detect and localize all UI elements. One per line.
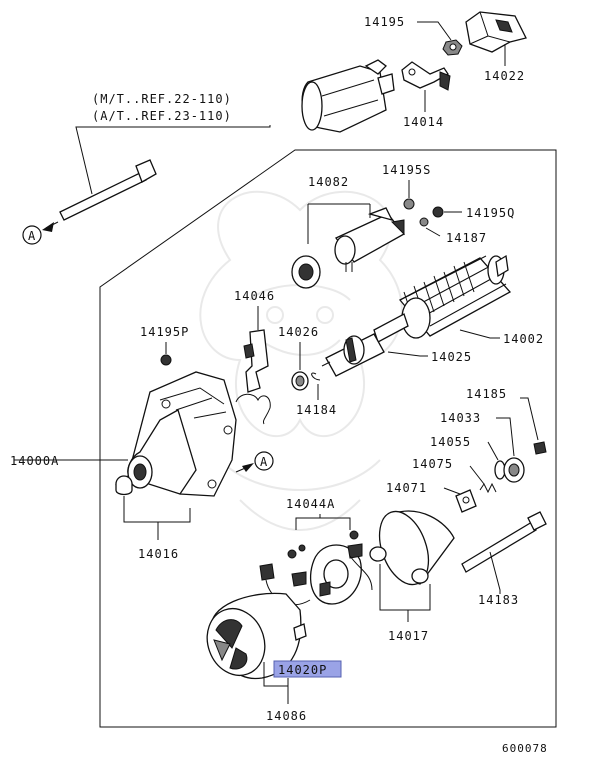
label-14082: 14082 [308,175,349,189]
through-bolt-long[interactable] [59,159,157,221]
cap-14033[interactable] [503,457,525,483]
label-14195: 14195 [364,15,405,29]
label-14020P: 14020P [278,663,327,677]
through-bolt-14183[interactable] [461,511,547,573]
brush-holder-14044A[interactable] [259,530,373,606]
label-14075: 14075 [412,457,453,471]
terminal-14014[interactable] [401,61,451,91]
callout-a-label-left: A [28,229,36,243]
label-14044A: 14044A [286,497,335,511]
callout-a-label-right: A [260,455,268,469]
armature-14002[interactable] [373,254,512,343]
ref-mt: (M/T..REF.22-110) [92,92,232,106]
cover-14022[interactable] [465,11,527,53]
shift-lever-14046[interactable] [235,329,271,425]
yoke-14086[interactable] [198,592,307,683]
label-14022: 14022 [484,69,525,83]
catalog-number: 600078 [502,742,548,755]
label-14016: 14016 [138,547,179,561]
highlight-box-14020P[interactable] [273,660,342,678]
label-14025: 14025 [431,350,472,364]
label-14033: 14033 [440,411,481,425]
label-14026: 14026 [278,325,319,339]
nut-14195[interactable] [442,39,463,56]
callout-a-left[interactable]: A [22,225,42,245]
nut-14195P[interactable] [160,354,172,366]
callout-a-right[interactable]: A [254,451,274,471]
nut-14195S[interactable] [403,198,415,210]
label-14046: 14046 [234,289,275,303]
label-14055: 14055 [430,435,471,449]
label-14183: 14183 [478,593,519,607]
assembly-boundary [99,149,557,728]
label-14195P: 14195P [140,325,189,339]
plate-14071[interactable] [455,489,477,513]
rear-bracket-14017[interactable] [369,505,455,591]
spring-14075[interactable] [479,482,497,494]
front-housing[interactable] [127,371,237,497]
nut-14195Q[interactable] [432,206,444,218]
label-14017: 14017 [388,629,429,643]
label-14184: 14184 [296,403,337,417]
ring-14026[interactable] [291,371,309,391]
label-14071: 14071 [386,481,427,495]
label-14185: 14185 [466,387,507,401]
label-14002: 14002 [503,332,544,346]
label-14000A: 14000A [10,454,59,468]
washer-14187[interactable] [419,217,429,227]
label-14014: 14014 [403,115,444,129]
plunger-14082[interactable] [291,255,321,289]
clip-14184[interactable] [311,372,321,381]
label-14187: 14187 [446,231,487,245]
solenoid-14082[interactable] [334,207,405,272]
label-14086: 14086 [266,709,307,723]
bushing-14016[interactable] [115,475,133,496]
label-14195S: 14195S [382,163,431,177]
solenoid-top[interactable] [301,59,395,133]
screw-14185[interactable] [533,441,547,455]
label-14195Q: 14195Q [466,206,515,220]
ref-at: (A/T..REF.23-110) [92,109,232,123]
pinion-14025[interactable] [321,333,385,377]
